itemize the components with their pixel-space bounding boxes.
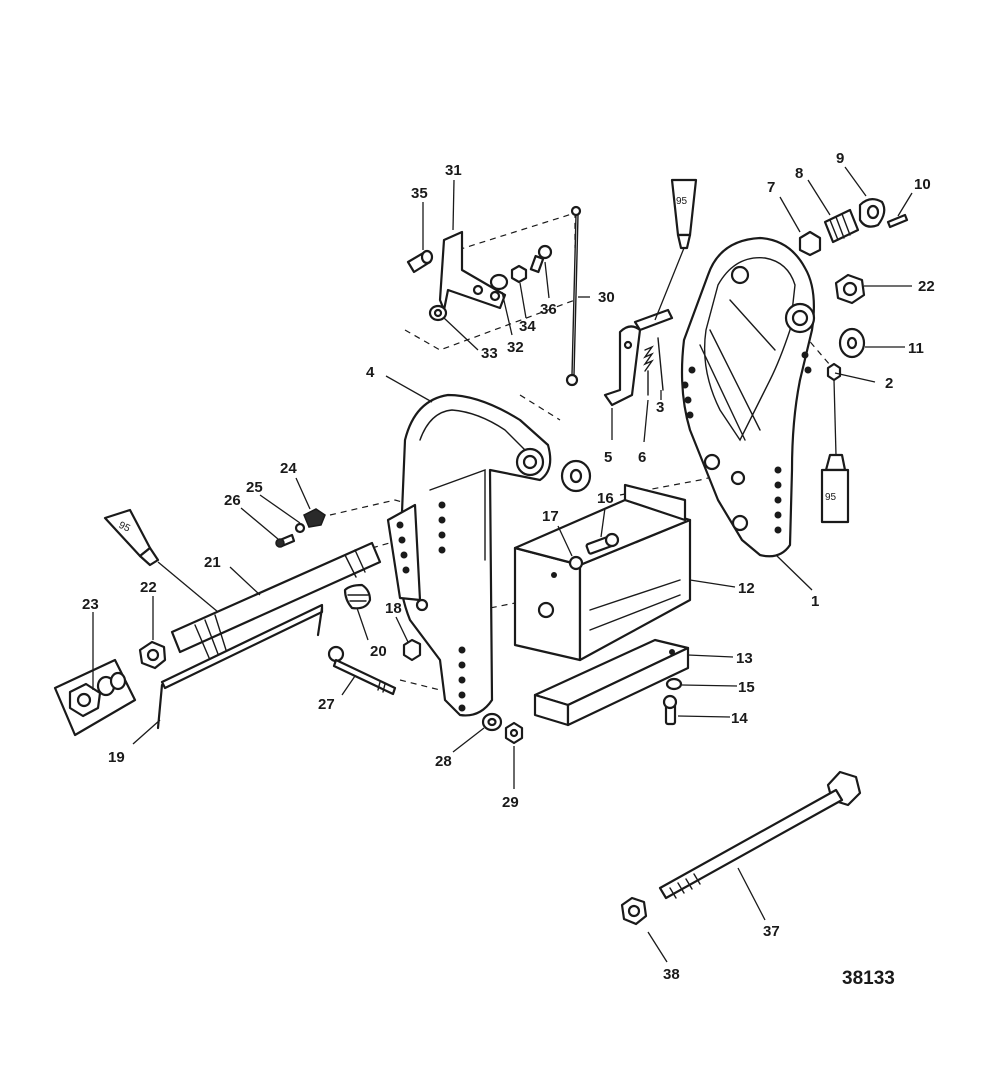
part-14-screw	[662, 694, 678, 726]
callout-16: 16	[597, 490, 614, 507]
part-37-long-bolt	[658, 770, 862, 900]
part-35-pin	[406, 249, 434, 274]
figure-number: 38133	[842, 968, 895, 989]
part-15-washer	[665, 677, 683, 691]
callout-23: 23	[82, 596, 99, 613]
part-2-grease-fitting	[826, 362, 842, 382]
part-23-nut-kit	[53, 658, 137, 737]
callout-7: 7	[767, 179, 775, 196]
callout-17: 17	[542, 508, 559, 525]
bracket-washer	[560, 459, 592, 493]
part-24-clip	[303, 508, 326, 528]
callout-11: 11	[908, 340, 924, 357]
part-28-washer	[481, 712, 503, 732]
callout-1: 1	[811, 593, 819, 610]
part-20-bumper	[343, 583, 372, 610]
part-25-washer	[294, 522, 306, 534]
part-34-nut	[510, 264, 528, 284]
lubricant-tube-top: 95	[670, 178, 698, 250]
part-7-nut	[798, 230, 822, 257]
callout-19: 19	[108, 749, 125, 766]
lubricant-tube-left: 95	[103, 508, 160, 567]
part-6-spring	[643, 345, 654, 396]
callout-12: 12	[738, 580, 755, 597]
part-18-nut	[402, 638, 422, 662]
part-17-nut	[568, 555, 584, 571]
part-30-cable	[565, 205, 582, 387]
part-10-pin	[886, 213, 909, 229]
part-13-block	[533, 638, 690, 727]
callout-37: 37	[763, 923, 780, 940]
part-22-nut-right	[834, 273, 866, 305]
lubricant-tube-right: 95	[820, 453, 850, 524]
part-9-knob	[858, 198, 886, 228]
callout-8: 8	[795, 165, 803, 182]
callout-10: 10	[914, 176, 931, 193]
callout-35: 35	[411, 185, 428, 202]
part-5-plate	[603, 308, 674, 407]
part-3-pin	[657, 337, 664, 391]
callout-15: 15	[738, 679, 755, 696]
callout-38: 38	[663, 966, 680, 983]
callout-26: 26	[224, 492, 241, 509]
callout-leader-lines	[92, 166, 913, 963]
callout-36: 36	[540, 301, 557, 318]
part-33-washer	[428, 304, 448, 322]
callout-25: 25	[246, 479, 263, 496]
tube-label-left: 95	[117, 520, 132, 535]
part-36-screw	[529, 244, 553, 274]
part-22-nut-left	[138, 640, 167, 670]
callout-20: 20	[370, 643, 387, 660]
callout-5: 5	[604, 449, 612, 466]
callout-34: 34	[519, 318, 536, 335]
callout-13: 13	[736, 650, 753, 667]
callout-33: 33	[481, 345, 498, 362]
tube-label-top: 95	[676, 196, 688, 207]
callout-31: 31	[445, 162, 462, 179]
callout-22b: 22	[918, 278, 935, 295]
part-29-nut	[504, 721, 524, 745]
callout-3: 3	[656, 399, 664, 416]
part-16-bolt	[585, 532, 620, 555]
callout-28: 28	[435, 753, 452, 770]
callout-labels: 1 2 3 4 5 6 7 8 9 10 11 12 13 14 15 16 1…	[82, 150, 935, 983]
tube-label-right: 95	[825, 492, 837, 503]
callout-14: 14	[731, 710, 748, 727]
part-31-latch-plate	[438, 230, 507, 312]
part-11-washer	[838, 327, 866, 359]
callout-32: 32	[507, 339, 524, 356]
callout-30: 30	[598, 289, 615, 306]
part-26-screw	[275, 533, 296, 548]
part-27-bolt	[327, 645, 397, 696]
part-4-left-clamp-bracket	[386, 393, 552, 717]
callout-9: 9	[836, 150, 844, 167]
callout-4: 4	[366, 364, 375, 381]
callout-2: 2	[885, 375, 893, 392]
callout-21: 21	[204, 554, 221, 571]
callout-24: 24	[280, 460, 297, 477]
part-21-tilt-tube	[170, 541, 382, 661]
callout-18: 18	[385, 600, 402, 617]
callout-29: 29	[502, 794, 519, 811]
callout-6: 6	[638, 449, 646, 466]
callout-27: 27	[318, 696, 335, 713]
part-32-bushing	[489, 273, 509, 291]
callout-22a: 22	[140, 579, 157, 596]
part-1-right-clamp-bracket	[680, 236, 816, 558]
part-38-nut	[620, 896, 648, 926]
part-12-swivel-housing	[513, 483, 692, 662]
part-8-spring	[823, 208, 860, 244]
